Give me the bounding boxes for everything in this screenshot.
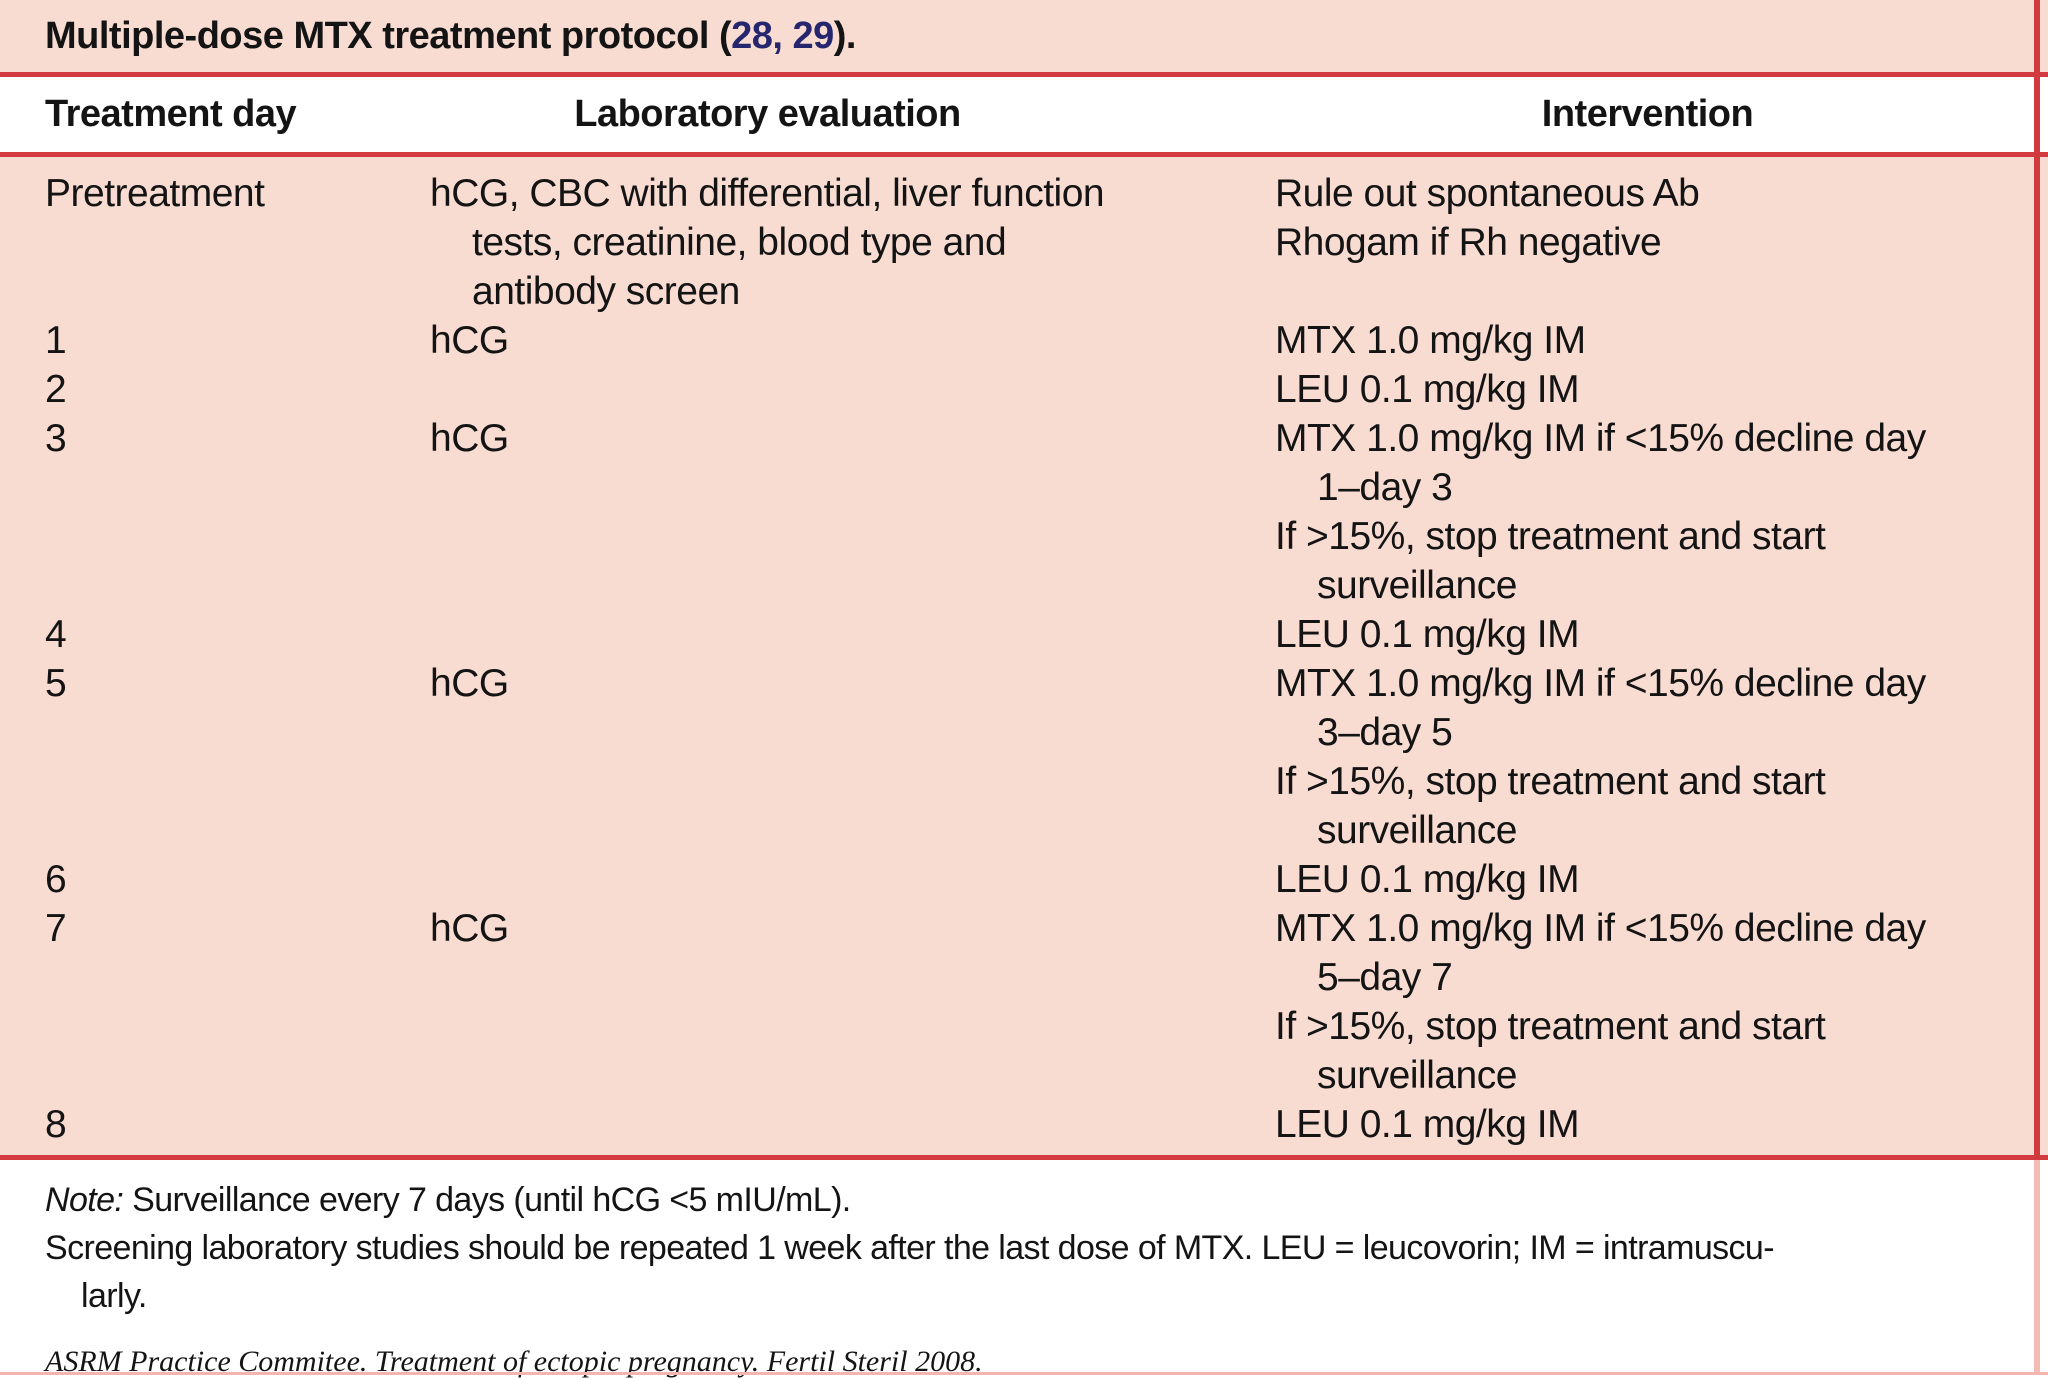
treatment-day-value: 5	[45, 662, 67, 705]
table-row-day-2: 2 LEU 0.1 mg/kg IM	[45, 365, 2048, 414]
laboratory-evaluation-cell: hCG, CBC with differential, liver functi…	[430, 169, 1275, 316]
intervention-line: 5–day 7	[1317, 956, 1453, 999]
treatment-day-cell: 5	[45, 659, 430, 855]
laboratory-evaluation-cell	[430, 610, 1275, 659]
laboratory-evaluation-cell	[430, 365, 1275, 414]
laboratory-evaluation-cell	[430, 855, 1275, 904]
intervention-line: Rhogam if Rh negative	[1275, 221, 1662, 264]
treatment-day-cell: 8	[45, 1100, 430, 1149]
intervention-line: LEU 0.1 mg/kg IM	[1275, 368, 1580, 411]
lab-line: hCG	[430, 662, 509, 705]
table-title-text: Multiple-dose MTX treatment protocol (	[45, 14, 732, 57]
lab-line: hCG	[430, 907, 509, 950]
laboratory-evaluation-cell: hCG	[430, 414, 1275, 610]
table-row-day-8: 8 LEU 0.1 mg/kg IM	[45, 1100, 2048, 1149]
intervention-line: LEU 0.1 mg/kg IM	[1275, 613, 1580, 656]
table-row-day-5: 5 hCG MTX 1.0 mg/kg IM if <15% decline d…	[45, 659, 2048, 855]
intervention-cell: LEU 0.1 mg/kg IM	[1275, 610, 2048, 659]
table-footnotes: Note: Surveillance every 7 days (until h…	[0, 1160, 2048, 1378]
treatment-day-cell: 3	[45, 414, 430, 610]
table-title: Multiple-dose MTX treatment protocol (28…	[0, 0, 2048, 72]
intervention-line: surveillance	[1317, 564, 1517, 607]
intervention-line: If >15%, stop treatment and start	[1275, 760, 1826, 803]
note-line-continuation: larly.	[81, 1277, 147, 1315]
treatment-day-value: 8	[45, 1103, 67, 1146]
table-row-day-3: 3 hCG MTX 1.0 mg/kg IM if <15% decline d…	[45, 414, 2048, 610]
intervention-cell: MTX 1.0 mg/kg IM if <15% decline day 1–d…	[1275, 414, 2048, 610]
note-text: Surveillance every 7 days (until hCG <5 …	[123, 1181, 851, 1219]
lab-line: antibody screen	[472, 270, 740, 313]
horizontal-rule-top	[0, 72, 2048, 77]
laboratory-evaluation-cell: hCG	[430, 904, 1275, 1100]
intervention-line: Rule out spontaneous Ab	[1275, 172, 1700, 215]
treatment-day-value: 2	[45, 368, 67, 411]
header-treatment-day: Treatment day	[45, 93, 297, 135]
laboratory-evaluation-cell: hCG	[430, 659, 1275, 855]
intervention-line: surveillance	[1317, 1054, 1517, 1097]
treatment-day-cell: 2	[45, 365, 430, 414]
intervention-line: MTX 1.0 mg/kg IM if <15% decline day	[1275, 907, 1926, 950]
note-label: Note:	[45, 1181, 124, 1219]
treatment-day-value: 3	[45, 417, 67, 460]
table-row-pretreatment: Pretreatment hCG, CBC with differential,…	[45, 169, 2048, 316]
intervention-cell: MTX 1.0 mg/kg IM if <15% decline day 3–d…	[1275, 659, 2048, 855]
intervention-cell: LEU 0.1 mg/kg IM	[1275, 365, 2048, 414]
laboratory-evaluation-cell: hCG	[430, 316, 1275, 365]
header-laboratory-evaluation: Laboratory evaluation	[574, 93, 961, 135]
intervention-line: If >15%, stop treatment and start	[1275, 515, 1826, 558]
citation-refs-link[interactable]: 28, 29	[731, 14, 834, 57]
intervention-line: 3–day 5	[1317, 711, 1453, 754]
treatment-day-cell: 6	[45, 855, 430, 904]
intervention-line: MTX 1.0 mg/kg IM if <15% decline day	[1275, 417, 1926, 460]
intervention-line: If >15%, stop treatment and start	[1275, 1005, 1826, 1048]
intervention-line: surveillance	[1317, 809, 1517, 852]
table-right-border	[2034, 0, 2040, 1160]
intervention-line: 1–day 3	[1317, 466, 1453, 509]
treatment-day-value: 4	[45, 613, 67, 656]
intervention-line: LEU 0.1 mg/kg IM	[1275, 1103, 1580, 1146]
intervention-cell: LEU 0.1 mg/kg IM	[1275, 1100, 2048, 1149]
table-row-day-7: 7 hCG MTX 1.0 mg/kg IM if <15% decline d…	[45, 904, 2048, 1100]
treatment-day-value: 7	[45, 907, 67, 950]
treatment-day-value: 1	[45, 319, 67, 362]
horizontal-rule-under-header	[0, 152, 2048, 157]
table-row-day-4: 4 LEU 0.1 mg/kg IM	[45, 610, 2048, 659]
lab-line: tests, creatinine, blood type and	[472, 221, 1007, 264]
treatment-day-value: 6	[45, 858, 67, 901]
table-row-day-1: 1 hCG MTX 1.0 mg/kg IM	[45, 316, 2048, 365]
treatment-day-cell: 7	[45, 904, 430, 1100]
treatment-day-cell: Pretreatment	[45, 169, 430, 316]
lab-line: hCG	[430, 417, 509, 460]
table-bottom-border	[0, 1372, 2048, 1375]
table-title-suffix: ).	[833, 14, 857, 57]
note-line: Note: Surveillance every 7 days (until h…	[45, 1176, 2008, 1224]
intervention-line: MTX 1.0 mg/kg IM if <15% decline day	[1275, 662, 1926, 705]
table-body: Pretreatment hCG, CBC with differential,…	[0, 157, 2048, 1155]
intervention-cell: MTX 1.0 mg/kg IM	[1275, 316, 2048, 365]
horizontal-rule-bottom	[0, 1155, 2048, 1160]
table-row-day-6: 6 LEU 0.1 mg/kg IM	[45, 855, 2048, 904]
table-header-row: Treatment day Laboratory evaluation Inte…	[0, 77, 2048, 152]
treatment-day-value: Pretreatment	[45, 172, 265, 215]
intervention-line: LEU 0.1 mg/kg IM	[1275, 858, 1580, 901]
intervention-cell: MTX 1.0 mg/kg IM if <15% decline day 5–d…	[1275, 904, 2048, 1100]
note-line: Screening laboratory studies should be r…	[45, 1229, 1775, 1267]
treatment-day-cell: 4	[45, 610, 430, 659]
intervention-cell: LEU 0.1 mg/kg IM	[1275, 855, 2048, 904]
intervention-line: MTX 1.0 mg/kg IM	[1275, 319, 1586, 362]
table-right-border-lower	[2034, 1160, 2040, 1372]
intervention-cell: Rule out spontaneous Ab Rhogam if Rh neg…	[1275, 169, 2048, 316]
treatment-day-cell: 1	[45, 316, 430, 365]
lab-line: hCG, CBC with differential, liver functi…	[430, 172, 1105, 215]
laboratory-evaluation-cell	[430, 1100, 1275, 1149]
lab-line: hCG	[430, 319, 509, 362]
header-intervention: Intervention	[1541, 93, 1754, 135]
